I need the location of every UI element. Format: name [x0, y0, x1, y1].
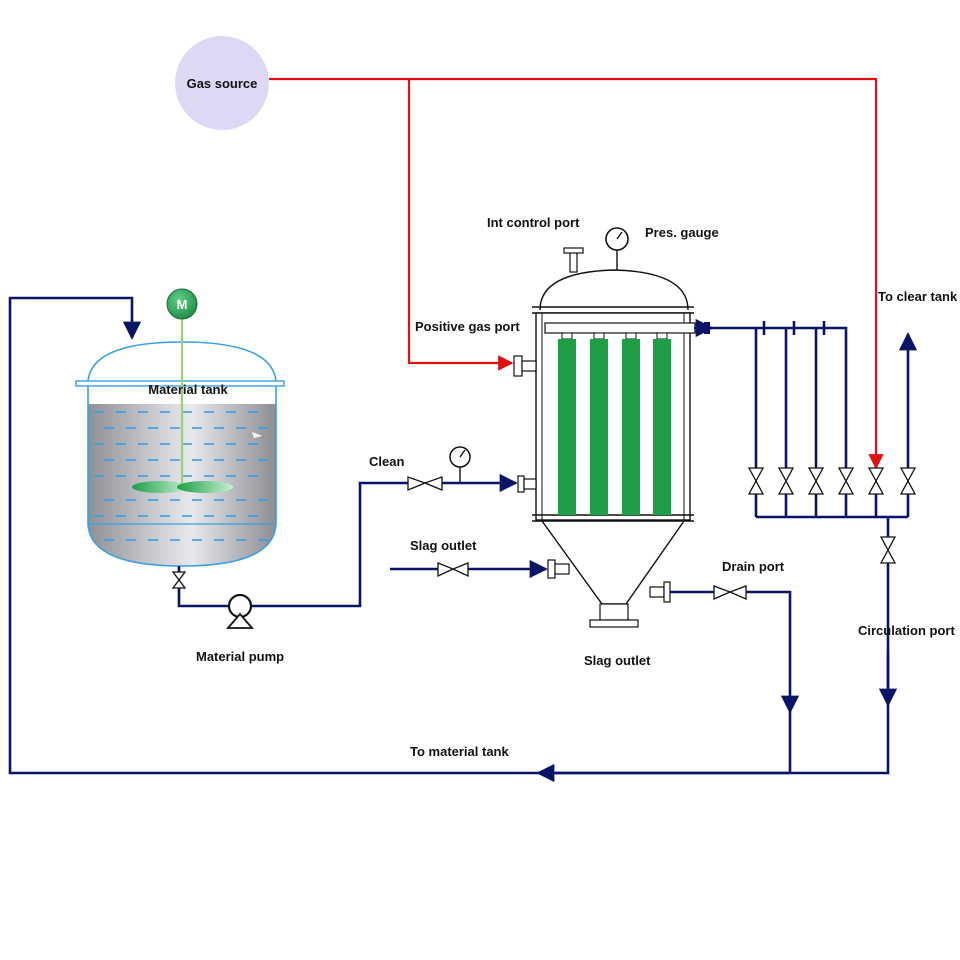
filter-element [558, 332, 576, 515]
manifold-branches [747, 321, 918, 517]
filter-elements [558, 332, 671, 515]
material-tank [75, 318, 285, 567]
clean-inlet-nozzle [517, 475, 537, 493]
filter-element [653, 332, 671, 515]
return-loop [8, 296, 898, 783]
agitator-motor: M [166, 288, 198, 320]
circulation-port-label: Circulation port [858, 623, 955, 638]
circulation-valve [879, 536, 897, 564]
clean-inlet-valve [407, 476, 443, 491]
slag-outlet-nozzle [547, 559, 570, 579]
outlet-flange [704, 322, 710, 334]
branch-valve [777, 467, 795, 495]
drain-port-label: Drain port [722, 559, 785, 574]
impeller-blade-left [132, 481, 188, 493]
int-control-port-label: Int control port [487, 215, 580, 230]
drain-port-nozzle [649, 581, 671, 603]
liquid-dashes [94, 411, 268, 541]
branch-valve [837, 467, 855, 495]
tank-outlet-valve [171, 571, 187, 589]
material-tank-label: Material tank [148, 382, 228, 397]
gas-lines [269, 77, 884, 470]
slag-outlet-valve [437, 562, 469, 578]
pressure-gauge [605, 227, 629, 270]
manifold-branch [777, 321, 796, 517]
drain-port-valve [713, 585, 747, 600]
pres-gauge-label: Pres. gauge [645, 225, 719, 240]
slag-outlet-inlet-label: Slag outlet [410, 538, 477, 553]
int-control-port [563, 247, 584, 273]
positive-gas-port-label: Positive gas port [415, 319, 520, 334]
clean-line-gauge [449, 446, 471, 483]
material-pump-label: Material pump [196, 649, 284, 664]
motor-symbol: M [177, 297, 188, 312]
branch-valve [867, 467, 885, 495]
filter-element [590, 332, 608, 515]
clean-label: Clean [369, 454, 404, 469]
branch-valve [807, 467, 825, 495]
gas-source-label: Gas source [187, 76, 258, 91]
material-pump [226, 593, 254, 629]
impeller-blade-right [177, 481, 233, 493]
to-clear-tank-label: To clear tank [878, 289, 958, 304]
gas-source-circle [175, 36, 269, 130]
branch-valve [899, 467, 917, 495]
to-material-tank-label: To material tank [410, 744, 510, 759]
filter-element [622, 332, 640, 515]
slag-outlet-bottom-label: Slag outlet [584, 653, 651, 668]
manifold-branch [747, 321, 766, 517]
positive-gas-port-nozzle [513, 355, 537, 377]
branch-valve [747, 467, 765, 495]
manifold-branch [807, 321, 826, 517]
